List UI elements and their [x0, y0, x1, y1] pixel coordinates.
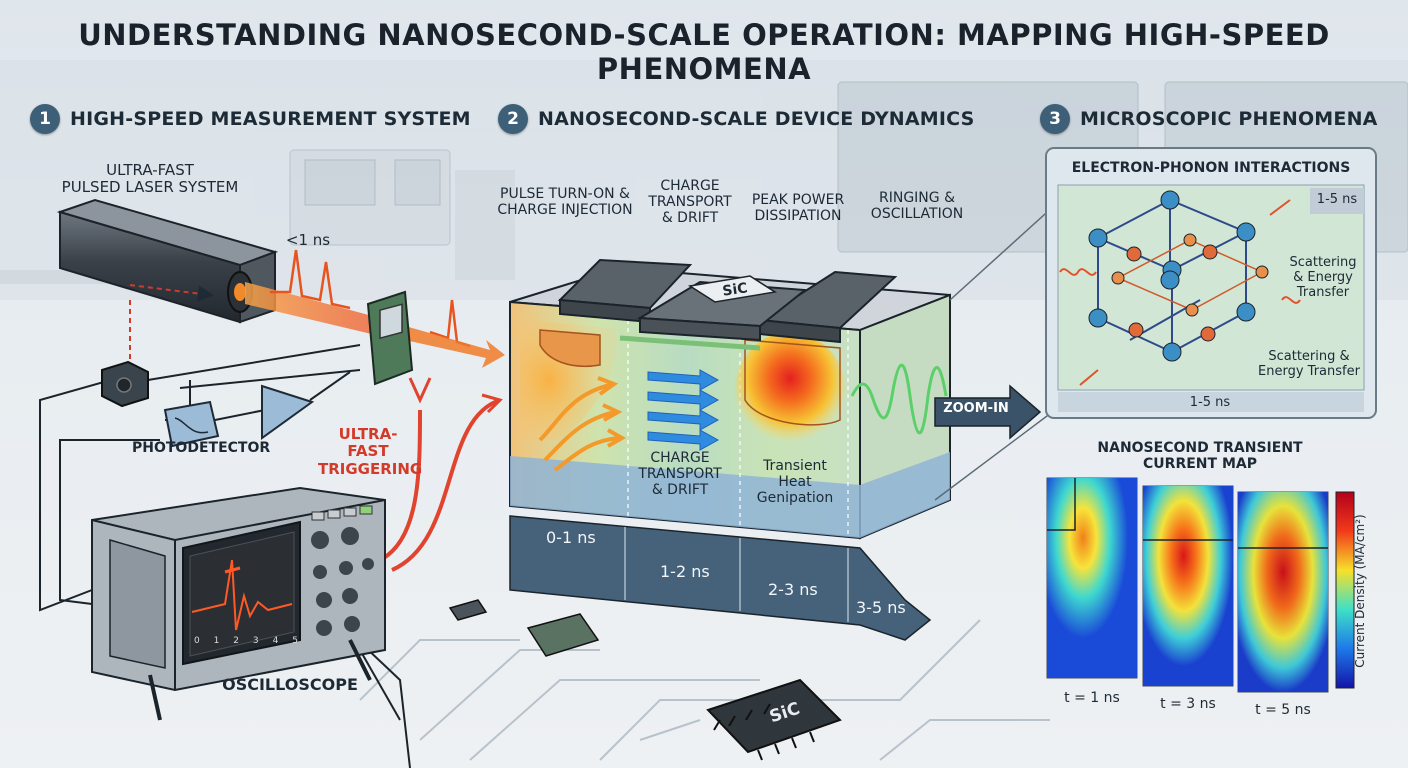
note-line: Energy Transfer	[1258, 363, 1360, 379]
page-title: UNDERSTANDING NANOSECOND-SCALE OPERATION…	[78, 18, 1330, 86]
micro-box	[1045, 147, 1377, 419]
section-label: NANOSECOND-SCALE DEVICE DYNAMICS	[538, 108, 975, 130]
triggering-label-line: TRIGGERING	[318, 459, 423, 478]
sensor-box	[101, 360, 149, 408]
photodetector-label: PHOTODETECTOR	[132, 440, 271, 456]
scope-tick: 4	[272, 636, 279, 646]
stage-label-dissipation: PEAK POWER DISSIPATION	[738, 192, 858, 224]
stage-label-line: CHARGE	[660, 178, 720, 194]
dut-chip	[366, 290, 414, 386]
timeline-band	[509, 515, 932, 641]
photodetector	[163, 400, 220, 448]
map-title-line: NANOSECOND TRANSIENT	[1097, 440, 1303, 456]
current-maps	[1046, 477, 1355, 693]
zoom-label: ZOOM-IN	[943, 401, 1009, 416]
timeline-segment: 1-2 ns	[660, 562, 710, 581]
oscilloscope-label: OSCILLOSCOPE	[222, 675, 358, 694]
note-line: & Energy	[1293, 269, 1353, 285]
stage-label-transport: CHARGE TRANSPORT & DRIFT	[640, 178, 740, 226]
laser-label-line: PULSED LASER SYSTEM	[61, 178, 239, 197]
timeline-segment: 2-3 ns	[768, 580, 818, 599]
map-time-label: t = 1 ns	[1064, 690, 1120, 706]
section-3-header: 3 MICROSCOPIC PHENOMENA	[1040, 104, 1378, 134]
colorbar-label: Current Density (MA/cm²)	[1353, 514, 1367, 668]
section-label: MICROSCOPIC PHENOMENA	[1080, 108, 1378, 130]
micro-box-footer: 1-5 ns	[1189, 395, 1231, 410]
section-2-header: 2 NANOSECOND-SCALE DEVICE DYNAMICS	[498, 104, 975, 134]
laser-label-line: ULTRA-FAST	[106, 161, 194, 179]
scope-tick: 2	[233, 636, 240, 646]
stage-label-ringing: RINGING & OSCILLATION	[862, 190, 972, 222]
map-time-label: t = 3 ns	[1160, 696, 1216, 712]
scope-tick: 1	[213, 636, 220, 646]
section-1-header: 1 HIGH-SPEED MEASUREMENT SYSTEM	[30, 104, 471, 134]
phonon-waves	[1059, 199, 1301, 386]
laser-beam	[245, 249, 505, 368]
inner-label-line: & DRIFT	[651, 482, 709, 499]
stage-label-line: PULSE TURN-ON &	[500, 186, 630, 202]
section-number: 2	[498, 104, 528, 134]
section-number: 3	[1040, 104, 1070, 134]
inner-heat-label: Transient Heat Genipation	[745, 458, 845, 506]
trigger-arrows	[379, 377, 503, 572]
scope-tick: 5	[292, 636, 298, 646]
laser-label: ULTRA-FAST PULSED LASER SYSTEM	[40, 161, 260, 197]
current-map-title: NANOSECOND TRANSIENT CURRENT MAP	[1080, 440, 1320, 472]
inner-label-line: TRANSPORT	[638, 466, 722, 483]
micro-box-title: ELECTRON-PHONON INTERACTIONS	[1071, 160, 1351, 176]
scope-tick: 0	[194, 636, 200, 646]
note-line: Scattering &	[1268, 349, 1350, 364]
inner-label-line: Genipation	[756, 490, 834, 507]
pulse-width-label: <1 ns	[285, 231, 331, 249]
scope-tick: 3	[252, 636, 259, 646]
floor-components	[448, 599, 842, 761]
note-line: Scattering	[1289, 255, 1357, 270]
inner-label-line: CHARGE	[650, 450, 710, 466]
stage-label-line: OSCILLATION	[870, 206, 964, 223]
scattering-note-1: Scattering & Energy Transfer	[1278, 255, 1368, 301]
map-title-line: CURRENT MAP	[1143, 456, 1257, 473]
amplifier	[261, 384, 315, 440]
stage-label-injection: PULSE TURN-ON & CHARGE INJECTION	[490, 186, 640, 218]
oscilloscope	[91, 486, 386, 721]
timeline-segment: 3-5 ns	[856, 598, 906, 617]
lattice-atoms	[1088, 190, 1269, 362]
section-number: 1	[30, 104, 60, 134]
scope-axis-ticks: 0 1 2 3 4 5	[194, 636, 298, 646]
stage-label-line: RINGING &	[879, 190, 955, 206]
note-line: Transfer	[1296, 284, 1350, 300]
stage-label-line: DISSIPATION	[754, 208, 842, 225]
stage-label-line: & DRIFT	[661, 210, 719, 227]
circuit-traces	[359, 619, 1050, 761]
triggering-label: ULTRA-FAST TRIGGERING	[318, 425, 423, 478]
section-label: HIGH-SPEED MEASUREMENT SYSTEM	[70, 108, 471, 130]
inner-transport-label: CHARGE TRANSPORT & DRIFT	[630, 450, 730, 498]
inner-label-line: Heat	[778, 474, 812, 491]
stage-label-line: PEAK POWER	[751, 192, 845, 208]
micro-badge: 1-5 ns	[1316, 192, 1358, 207]
triggering-label-line: ULTRA-FAST	[338, 425, 398, 461]
stage-label-line: CHARGE INJECTION	[497, 202, 633, 219]
stage-label-line: TRANSPORT	[648, 194, 732, 211]
sic-device	[509, 258, 951, 540]
scattering-note-2: Scattering & Energy Transfer	[1250, 349, 1368, 380]
inner-label-line: Transient	[763, 458, 827, 474]
timeline-segment: 0-1 ns	[546, 528, 596, 547]
zoom-arrow	[934, 204, 1056, 501]
map-time-label: t = 5 ns	[1255, 702, 1311, 718]
